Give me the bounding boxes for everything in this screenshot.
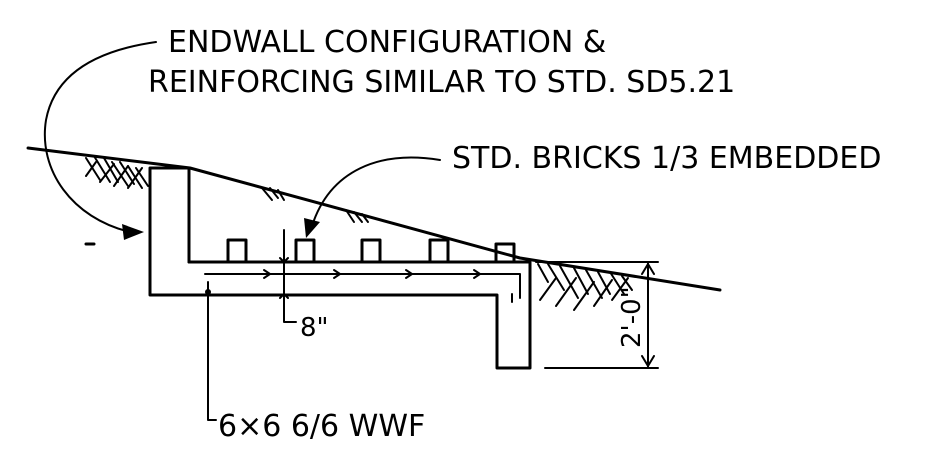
slope-marks (261, 187, 369, 223)
brick-4 (428, 238, 450, 264)
depth-dim-line (535, 261, 659, 369)
endwall-note-line1: ENDWALL CONFIGURATION & (168, 25, 606, 60)
endwall-note-arrow (122, 224, 144, 240)
slab-thickness-label: 8" (300, 313, 329, 343)
brick-5 (494, 242, 516, 264)
bricks-note-arrow (304, 218, 320, 238)
wwf-leader-dot (205, 289, 211, 295)
soil-hatch-left (85, 155, 149, 189)
endwall-note-line2: REINFORCING SIMILAR TO STD. SD5.21 (148, 65, 735, 100)
soil-hatch-right (537, 263, 633, 311)
brick-2 (294, 238, 316, 264)
brick-row (226, 238, 516, 264)
slab-thickness-dim (279, 229, 297, 323)
wwf-marks (263, 269, 481, 279)
brick-1 (226, 238, 248, 264)
bricks-note-leader (311, 156, 441, 227)
endwall-note-leader (43, 41, 157, 233)
wwf-label: 6×6 6/6 WWF (218, 409, 425, 444)
bricks-note: STD. BRICKS 1/3 EMBEDDED (452, 141, 881, 176)
brick-3 (360, 238, 382, 264)
wwf-leader (207, 281, 217, 421)
depth-label: 2'-0" (617, 286, 647, 348)
wwf-reinforcement-line (204, 273, 521, 299)
